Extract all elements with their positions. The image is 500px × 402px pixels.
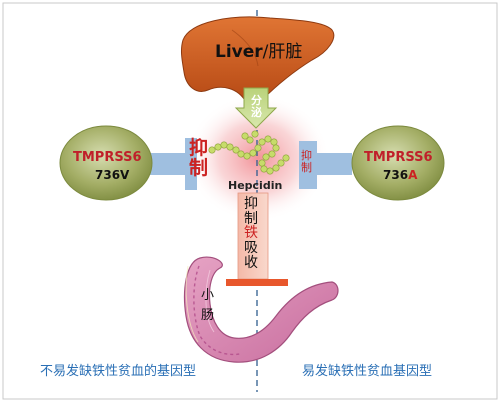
absorb-char-5: 收 <box>244 254 258 271</box>
left-variant-ellipse <box>59 125 153 201</box>
liver-shape <box>180 16 335 107</box>
secrete-arrow <box>234 87 278 129</box>
intestine-shape <box>183 256 339 363</box>
left-gene-label: TMPRSS6 <box>73 150 142 165</box>
hepcidin-glow <box>186 94 330 222</box>
left-allele-label: 736V <box>95 168 130 182</box>
left-inhibit-char-2: 制 <box>189 156 209 179</box>
right-gene-label: TMPRSS6 <box>364 150 433 165</box>
right-inhibit-char-1: 抑 <box>301 149 312 162</box>
left-inhibit-label: 抑 制 <box>189 137 209 179</box>
right-connector-bar <box>316 153 352 175</box>
absorb-inhibit-bar <box>237 192 269 280</box>
absorb-char-3: 铁 <box>244 225 258 242</box>
absorb-char-2: 制 <box>244 210 258 227</box>
secrete-char-1: 分 <box>251 94 262 107</box>
right-inhibit-bar <box>299 141 317 189</box>
liver-label-en: Liver <box>215 42 263 62</box>
hepcidin-molecule <box>208 130 290 175</box>
left-caption: 不易发缺铁性贫血的基因型 <box>40 364 197 379</box>
right-caption: 易发缺铁性贫血基因型 <box>302 364 433 379</box>
secrete-label: 分 泌 <box>251 95 262 118</box>
left-connector-bar <box>150 153 185 175</box>
right-allele-mutation: A <box>408 168 418 182</box>
intestine-char-2: 肠 <box>201 307 215 323</box>
absorb-char-4: 吸 <box>244 240 258 257</box>
right-inhibit-label: 抑 制 <box>301 150 312 173</box>
intestine-char-1: 小 <box>201 288 215 303</box>
left-inhibit-bar <box>185 138 197 190</box>
left-inhibit-char-1: 抑 <box>189 137 209 159</box>
right-allele-label: 736A <box>383 169 417 181</box>
hepcidin-label: Hepcidin <box>228 179 283 192</box>
right-inhibit-char-2: 制 <box>301 160 312 174</box>
right-variant-ellipse <box>351 125 445 201</box>
intestine-label: 小 肠 <box>201 289 214 322</box>
absorb-inhibit-cap <box>226 279 288 286</box>
absorb-char-1: 抑 <box>244 196 258 212</box>
liver-label: Liver/肝脏 <box>215 44 302 61</box>
liver-label-zh: /肝脏 <box>262 42 303 62</box>
absorb-inhibit-label: 抑 制 铁 吸 收 <box>244 197 258 270</box>
secrete-char-2: 泌 <box>251 105 262 119</box>
right-allele-prefix: 736 <box>383 168 409 182</box>
